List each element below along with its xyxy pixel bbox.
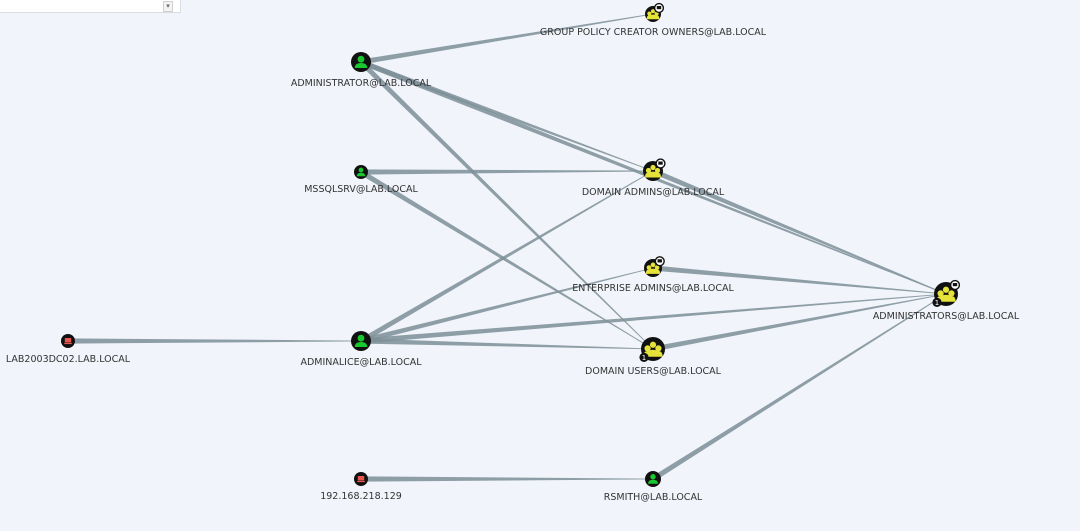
node-ip[interactable]: 192.168.218.129 bbox=[320, 472, 402, 502]
edge-alice-domadmins[interactable] bbox=[359, 170, 654, 344]
count-badge: 1 bbox=[639, 352, 649, 362]
tag-badge-icon bbox=[949, 279, 961, 291]
edge-mssql-domadmins[interactable] bbox=[360, 169, 654, 175]
edge-ip-rsmith[interactable] bbox=[361, 476, 653, 482]
edge-entadmins-administrators[interactable] bbox=[652, 265, 947, 295]
edge-domusers-administrators[interactable] bbox=[652, 293, 947, 352]
group-icon bbox=[645, 164, 661, 178]
edge-rsmith-administrators[interactable] bbox=[651, 293, 947, 482]
nodes-layer: GROUP POLICY CREATOR OWNERS@LAB.LOCAL ADM… bbox=[6, 2, 1020, 503]
node-label: ADMINISTRATOR@LAB.LOCAL bbox=[291, 78, 432, 89]
node-label: ADMINISTRATORS@LAB.LOCAL bbox=[873, 311, 1020, 322]
edge-mssql-domusers[interactable] bbox=[359, 169, 654, 350]
edge-alice-entadmins[interactable] bbox=[360, 267, 654, 344]
edge-admin-gpco[interactable] bbox=[360, 13, 654, 65]
node-label: GROUP POLICY CREATOR OWNERS@LAB.LOCAL bbox=[540, 27, 767, 38]
edge-admin-domadmins[interactable] bbox=[360, 59, 654, 172]
node-label: ENTERPRISE ADMINS@LAB.LOCAL bbox=[572, 283, 734, 294]
computer-icon bbox=[357, 476, 365, 483]
node-label: RSMITH@LAB.LOCAL bbox=[604, 492, 703, 503]
node-label: DOMAIN USERS@LAB.LOCAL bbox=[585, 366, 722, 377]
node-label: 192.168.218.129 bbox=[320, 491, 402, 502]
computer-icon bbox=[64, 338, 72, 345]
node-rsmith[interactable]: RSMITH@LAB.LOCAL bbox=[604, 471, 703, 503]
group-icon bbox=[646, 9, 660, 20]
node-label: LAB2003DC02.LAB.LOCAL bbox=[6, 354, 131, 365]
node-label: DOMAIN ADMINS@LAB.LOCAL bbox=[582, 187, 725, 198]
node-entadmins[interactable]: ENTERPRISE ADMINS@LAB.LOCAL bbox=[572, 256, 734, 294]
edge-alice-domusers[interactable] bbox=[360, 338, 654, 350]
chevron-down-icon[interactable]: ▾ bbox=[163, 1, 173, 12]
count-badge-text: 1 bbox=[935, 299, 939, 307]
node-domadmins[interactable]: DOMAIN ADMINS@LAB.LOCAL bbox=[582, 158, 725, 198]
node-label: ADMINALICE@LAB.LOCAL bbox=[300, 357, 422, 368]
group-icon bbox=[645, 262, 661, 274]
node-mssql[interactable]: MSSQLSRV@LAB.LOCAL bbox=[304, 165, 418, 195]
tag-badge-icon bbox=[655, 158, 666, 169]
user-icon bbox=[354, 334, 368, 347]
edge-alice-administrators[interactable] bbox=[360, 293, 947, 344]
count-badge-text: 1 bbox=[642, 354, 646, 362]
edges-layer bbox=[68, 13, 947, 482]
node-dc02[interactable]: LAB2003DC02.LAB.LOCAL bbox=[6, 334, 131, 365]
node-label: MSSQLSRV@LAB.LOCAL bbox=[304, 184, 418, 195]
group-icon bbox=[936, 286, 956, 302]
search-input[interactable]: ▾ bbox=[0, 0, 181, 13]
user-icon bbox=[354, 55, 368, 68]
edge-domadmins-administrators[interactable] bbox=[651, 168, 947, 295]
node-alice[interactable]: ADMINALICE@LAB.LOCAL bbox=[300, 331, 422, 368]
edge-admin-domusers[interactable] bbox=[359, 60, 654, 350]
count-badge: 1 bbox=[932, 297, 942, 307]
group-icon bbox=[643, 341, 663, 357]
node-admin[interactable]: ADMINISTRATOR@LAB.LOCAL bbox=[291, 52, 432, 89]
user-icon bbox=[356, 167, 366, 177]
user-icon bbox=[648, 474, 658, 484]
edge-dc02-alice[interactable] bbox=[68, 338, 361, 344]
node-gpco[interactable]: GROUP POLICY CREATOR OWNERS@LAB.LOCAL bbox=[540, 2, 767, 38]
tag-badge-icon bbox=[654, 256, 665, 267]
tag-badge-icon bbox=[653, 2, 665, 14]
